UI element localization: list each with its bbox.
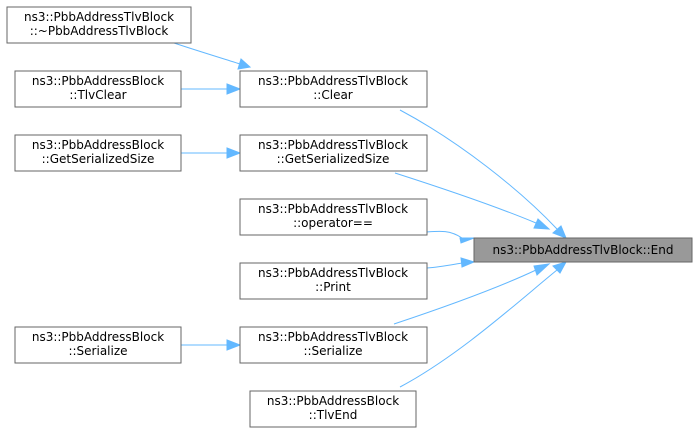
edge-tlvend-to-end — [399, 261, 568, 388]
node-line1: ns3::PbbAddressTlvBlock — [258, 202, 408, 216]
node-line2: ::TlvEnd — [309, 408, 358, 422]
node-line1: ns3::PbbAddressTlvBlock — [24, 10, 174, 24]
node-pbbaddresstlvblock-clear[interactable]: ns3::PbbAddressTlvBlock ::Clear — [239, 70, 428, 108]
node-line1: ns3::PbbAddressBlock — [32, 138, 164, 152]
edge-opeq-to-end — [426, 230, 475, 244]
node-line2: ::~PbbAddressTlvBlock — [30, 24, 169, 38]
edge-clear-to-end — [399, 109, 567, 239]
edge-blk-serialize-to-serialize — [181, 339, 242, 351]
edge-serialize-to-end — [393, 263, 551, 325]
node-line1: ns3::PbbAddressTlvBlock — [258, 74, 408, 88]
node-pbbaddresstlvblock-getserializedsize[interactable]: ns3::PbbAddressTlvBlock ::GetSerializedS… — [239, 134, 428, 172]
node-line2: ::TlvClear — [69, 88, 126, 102]
edge-blk-tlvclear-to-clear — [181, 83, 242, 95]
node-line2: ::Serialize — [303, 344, 362, 358]
node-pbbaddressblock-serialize[interactable]: ns3::PbbAddressBlock ::Serialize — [14, 326, 182, 364]
edge-print-to-end — [426, 257, 476, 269]
node-line2: ::operator== — [293, 216, 373, 230]
node-line2: ::Clear — [313, 88, 353, 102]
node-line2: ::Serialize — [68, 344, 127, 358]
node-pbbaddresstlvblock-destructor[interactable]: ns3::PbbAddressTlvBlock ::~PbbAddressTlv… — [6, 6, 192, 44]
node-pbbaddressblock-tlvclear[interactable]: ns3::PbbAddressBlock ::TlvClear — [14, 70, 182, 108]
node-line2: ::GetSerializedSize — [42, 152, 155, 166]
node-pbbaddresstlvblock-end[interactable]: ns3::PbbAddressTlvBlock::End — [473, 237, 693, 263]
node-line1: ns3::PbbAddressTlvBlock — [258, 138, 408, 152]
edge-dtor-to-clear — [173, 42, 252, 70]
node-pbbaddressblock-tlvend[interactable]: ns3::PbbAddressBlock ::TlvEnd — [249, 390, 417, 428]
node-line1: ns3::PbbAddressTlvBlock — [258, 330, 408, 344]
node-pbbaddresstlvblock-serialize[interactable]: ns3::PbbAddressTlvBlock ::Serialize — [239, 326, 428, 364]
node-label: ns3::PbbAddressTlvBlock::End — [493, 243, 674, 257]
node-pbbaddresstlvblock-print[interactable]: ns3::PbbAddressTlvBlock ::Print — [239, 262, 428, 300]
edge-blk-getsize-to-getsize — [181, 147, 242, 159]
node-line1: ns3::PbbAddressBlock — [32, 74, 164, 88]
edge-getsize-to-end — [394, 172, 551, 230]
node-line1: ns3::PbbAddressBlock — [267, 394, 399, 408]
node-pbbaddressblock-getserializedsize[interactable]: ns3::PbbAddressBlock ::GetSerializedSize — [14, 134, 182, 172]
node-line2: ::Print — [315, 280, 351, 294]
node-line1: ns3::PbbAddressBlock — [32, 330, 164, 344]
node-line1: ns3::PbbAddressTlvBlock — [258, 266, 408, 280]
node-pbbaddresstlvblock-operator-eq[interactable]: ns3::PbbAddressTlvBlock ::operator== — [239, 198, 428, 236]
node-line2: ::GetSerializedSize — [277, 152, 390, 166]
